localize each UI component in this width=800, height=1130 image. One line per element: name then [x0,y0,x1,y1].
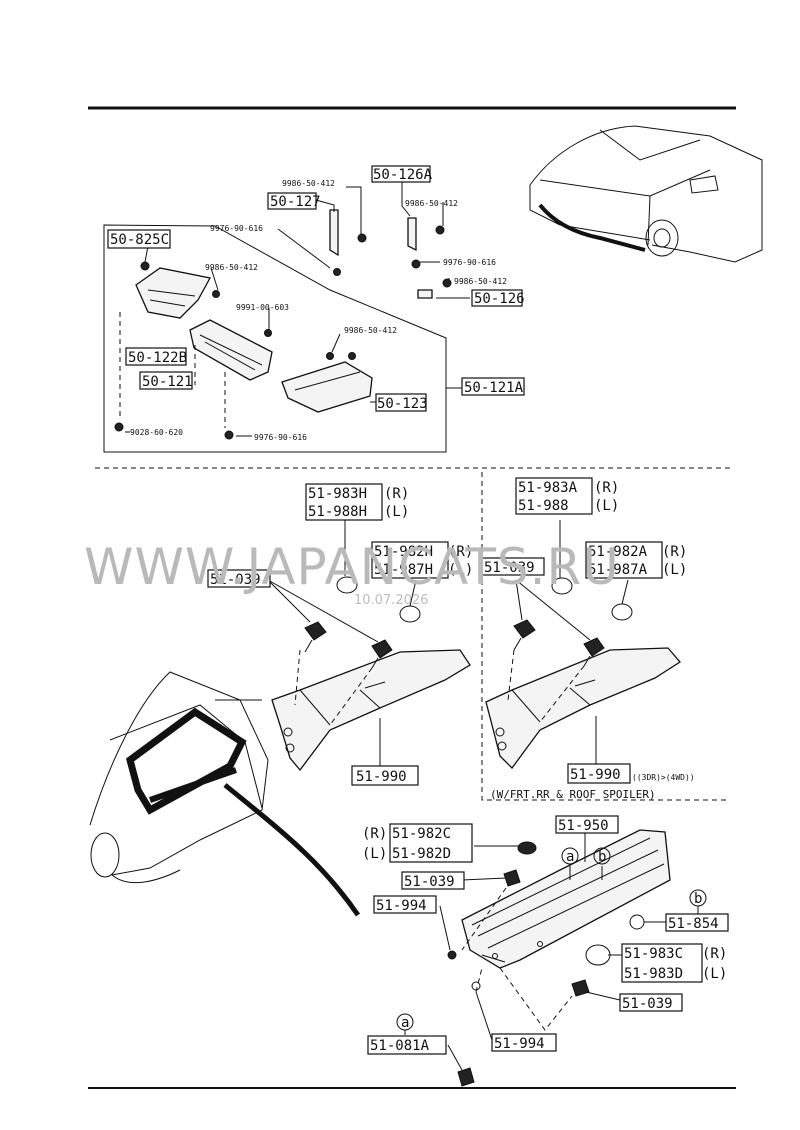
label-9976-90-616-b: 9976-90-616 [443,258,496,267]
label-51-982c: 51-982C [392,826,451,842]
label-51-983c: 51-983C [624,946,683,962]
clip-parts-upper [114,209,452,440]
label-51-982a: 51-982A [588,544,648,560]
label-50-122b: 50-122B [128,350,187,366]
label-51-987h: 51-987H [374,562,433,578]
label-9991-00-603: 9991-00-603 [236,303,289,312]
label-51-854: 51-854 [668,916,719,932]
label-51-990-left: 51-990 [356,769,407,785]
label-9976-90-616-c: 9976-90-616 [254,433,307,442]
label-51-982h: 51-982H [374,544,433,560]
bolts-left [304,576,421,669]
middle-right-labels: 51-983A (R) 51-988 (L) 51-982A (R) 51-98… [481,477,695,801]
bracket-50-123 [281,352,373,413]
label-50-825c: 50-825C [110,232,169,248]
watermark-text: WWW.JAPANCATS.RU [84,538,620,596]
spoiler-left [271,649,471,772]
label-51-987a-side: (L) [662,562,687,578]
label-9986-50-412-c: 9986-50-412 [454,277,507,286]
bracket-50-122b [135,261,211,319]
label-51-988-side: (L) [594,498,619,514]
label-9976-90-616-a: 9976-90-616 [210,224,263,233]
label-51-982d: 51-982D [392,846,451,862]
label-51-988h-side: (L) [384,504,409,520]
label-a-top: a [566,849,574,865]
label-51-987a: 51-987A [588,562,648,578]
label-51-990-note: ((3DR)>(4WD)) [632,773,695,782]
label-51-982d-side: (L) [362,846,387,862]
right-variant-box [481,472,730,801]
label-a-bottom: a [401,1015,409,1031]
spoiler-right [485,647,681,769]
label-51-983h-side: (R) [384,486,409,502]
middle-left-labels: 51-983H (R) 51-988H (L) 51-982H (R) 51-9… [207,483,473,786]
label-51-982h-side: (R) [448,544,473,560]
upper-labels: 50-825C 9986-50-412 50-127 9976-90-616 5… [107,165,525,442]
label-51-983d: 51-983D [624,966,683,982]
label-51-983c-side: (R) [702,946,727,962]
label-51-039-right: 51-039 [484,560,535,576]
label-50-123: 50-123 [377,396,428,412]
label-9028-60-620: 9028-60-620 [130,428,183,437]
label-51-982c-side: (R) [362,826,387,842]
label-51-983d-side: (L) [702,966,727,982]
label-51-983h: 51-983H [308,486,367,502]
upper-group-box [103,224,447,453]
label-51-982a-side: (R) [662,544,687,560]
label-9986-50-412-d: 9986-50-412 [205,263,258,272]
label-50-127: 50-127 [270,194,321,210]
label-50-121: 50-121 [142,374,193,390]
label-50-126: 50-126 [474,291,525,307]
watermark-date: 10.07.2026 [354,593,428,608]
label-51-039-bottom-a: 51-039 [404,874,455,890]
label-51-039-bottom-b: 51-039 [622,996,673,1012]
label-51-987h-side: (L) [448,562,473,578]
label-51-983a: 51-983A [518,480,578,496]
label-51-950: 51-950 [558,818,609,834]
label-51-988h: 51-988H [308,504,367,520]
label-51-081a: 51-081A [370,1038,430,1054]
label-9986-50-412-a: 9986-50-412 [282,179,335,188]
label-9986-50-412-b: 9986-50-412 [405,199,458,208]
label-50-121a: 50-121A [464,380,524,396]
bar-50-121 [189,319,273,381]
label-9986-50-412-e: 9986-50-412 [344,326,397,335]
label-51-988: 51-988 [518,498,569,514]
bottom-leaders [404,832,699,1071]
label-50-126a: 50-126A [373,167,433,183]
label-51-983a-side: (R) [594,480,619,496]
label-51-990-right: 51-990 [570,767,621,783]
label-51-994-a: 51-994 [376,898,427,914]
label-variant-caption: (W/FRT.RR & ROOF SPOILER) [490,788,656,801]
bottom-labels: (R) 51-982C (L) 51-982D 51-950 a b 51-03… [362,815,729,1055]
label-51-994-b: 51-994 [494,1036,545,1052]
label-b-right: b [694,891,702,907]
rear-car-sketch [89,671,361,917]
label-b-top: b [598,849,606,865]
front-car-sketch [529,125,763,263]
middle-left-leaders [267,520,417,766]
bolts-right [513,577,633,667]
middle-right-leaders [507,520,629,764]
label-51-039-left: 51-039 [210,572,261,588]
rear-spoiler-bottom [461,829,671,969]
